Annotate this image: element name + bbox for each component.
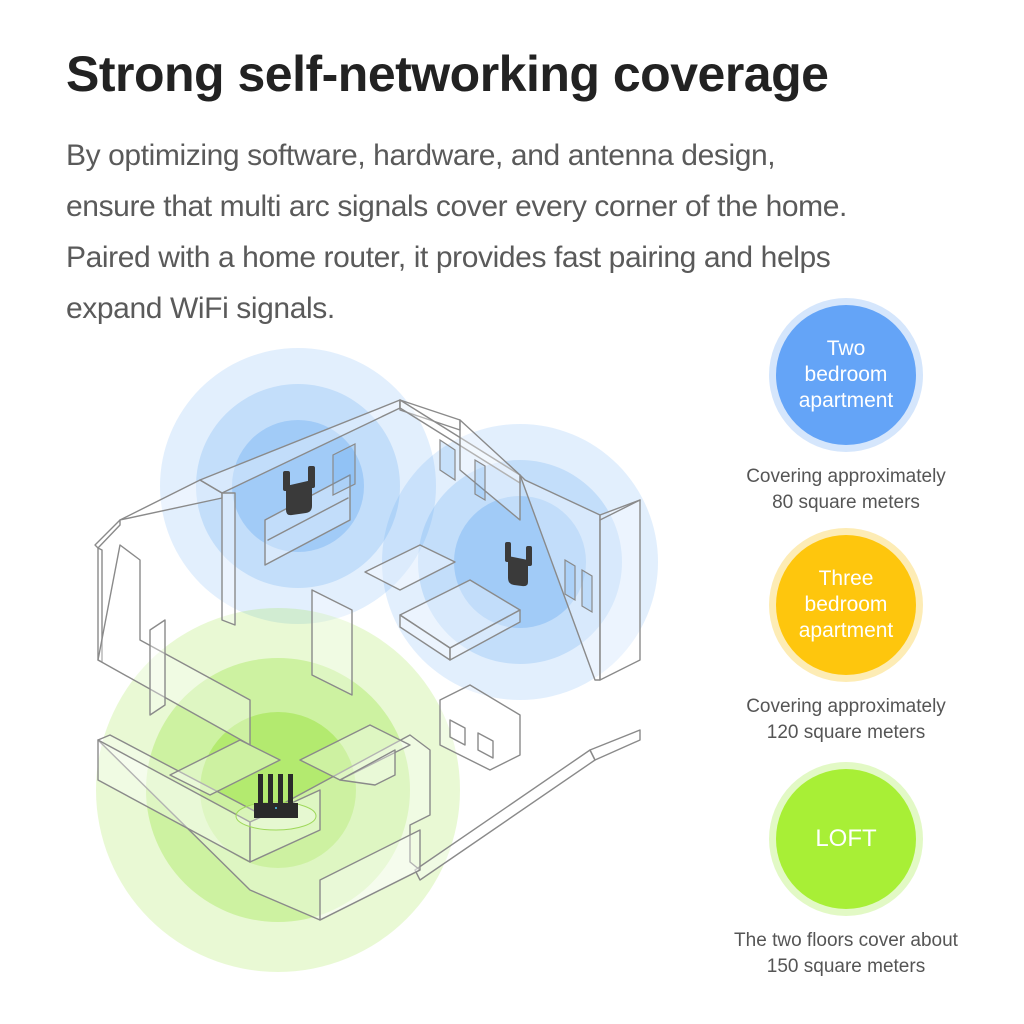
caption-line: 120 square meters [766, 722, 926, 743]
coverage-caption: The two floors cover about 150 square me… [706, 928, 986, 980]
badge-loft: LOFT [776, 769, 916, 909]
caption-line: 80 square meters [772, 492, 920, 513]
badge-ring: LOFT [769, 762, 923, 916]
caption-line: 150 square meters [766, 956, 926, 977]
router-icon [235, 774, 317, 831]
coverage-caption: Covering approximately 120 square meters [706, 694, 986, 746]
badge-label: apartment [798, 619, 894, 642]
description-line: expand WiFi signals. [66, 292, 335, 325]
caption-line: The two floors cover about [734, 930, 958, 951]
wifi-extender-icon [283, 466, 315, 516]
coverage-option-loft: LOFT The two floors cover about 150 squa… [706, 762, 986, 980]
description-line: By optimizing software, hardware, and an… [66, 139, 776, 172]
badge-ring: Three bedroom apartment [769, 528, 923, 682]
description: By optimizing software, hardware, and an… [66, 130, 996, 334]
badge-label: apartment [798, 389, 894, 412]
badge-two-bedroom: Two bedroom apartment [776, 305, 916, 445]
badge-three-bedroom: Three bedroom apartment [776, 535, 916, 675]
description-line: Paired with a home router, it provides f… [66, 241, 831, 274]
badge-ring: Two bedroom apartment [769, 298, 923, 452]
badge-label: LOFT [815, 825, 877, 852]
coverage-caption: Covering approximately 80 square meters [706, 464, 986, 516]
description-line: ensure that multi arc signals cover ever… [66, 190, 847, 223]
badge-label: bedroom [804, 593, 888, 616]
floorplan-illustration [94, 348, 658, 972]
badge-label: Three [818, 567, 874, 590]
badge-label: Two [826, 337, 866, 360]
headline: Strong self-networking coverage [66, 46, 829, 102]
coverage-option-three-bedroom: Three bedroom apartment Covering approxi… [706, 528, 986, 746]
caption-line: Covering approximately [746, 466, 946, 487]
badge-label: bedroom [804, 363, 888, 386]
wall-details [332, 438, 593, 614]
floorplan-walls [94, 399, 641, 921]
coverage-option-two-bedroom: Two bedroom apartment Covering approxima… [706, 298, 986, 516]
wifi-extender-icon [505, 542, 532, 587]
caption-line: Covering approximately [746, 696, 946, 717]
